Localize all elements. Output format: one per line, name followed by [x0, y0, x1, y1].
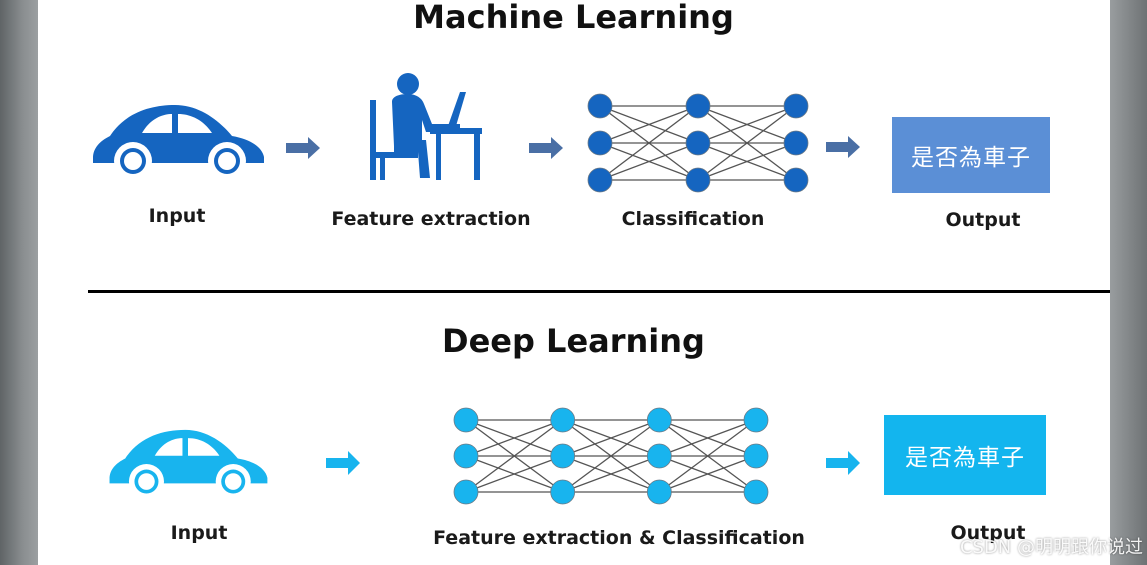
network-node: [646, 407, 672, 433]
network-node: [646, 443, 672, 469]
label-classification: Classification: [621, 208, 765, 230]
network-edge: [658, 419, 757, 493]
neural-network-icon: [453, 407, 769, 505]
network-node: [453, 479, 479, 505]
network-edge: [599, 105, 699, 144]
label-input: Input: [148, 205, 206, 227]
label-feature-extraction: Feature extraction: [331, 208, 531, 230]
network-edge: [659, 455, 757, 493]
label-output: Output: [945, 209, 1021, 231]
network-node: [743, 479, 769, 505]
network-node: [783, 93, 809, 119]
output-box: 是否為車子: [892, 117, 1050, 193]
car-window-front: [154, 438, 183, 456]
network-edge: [465, 419, 563, 457]
network-node: [550, 443, 576, 469]
person-at-computer-icon: [370, 73, 482, 180]
car-window-front: [142, 114, 172, 133]
network-edge: [465, 419, 564, 493]
arrow-right-icon: [826, 136, 860, 158]
car-icon: [93, 105, 264, 180]
car-icon: [109, 429, 268, 500]
label-feature-extraction-classification: Feature extraction & Classification: [433, 527, 805, 549]
car-window-rear: [188, 438, 220, 456]
network-node: [783, 130, 809, 156]
neural-network-icon: [587, 93, 809, 193]
output-box: 是否為車子: [884, 415, 1046, 495]
network-node: [453, 443, 479, 469]
network-edge: [562, 419, 660, 493]
network-node: [743, 443, 769, 469]
network-node: [453, 407, 479, 433]
network-edge: [697, 142, 797, 181]
network-edge: [562, 419, 660, 457]
arrow-right-icon: [286, 137, 320, 159]
network-edge: [562, 455, 660, 493]
label-output: Output: [950, 522, 1026, 544]
network-node: [550, 479, 576, 505]
network-node: [783, 167, 809, 193]
network-edge: [697, 105, 797, 144]
title-machine-learning: Machine Learning: [413, 0, 734, 36]
network-node: [685, 93, 711, 119]
section-divider: [88, 290, 1110, 293]
label-input: Input: [170, 522, 228, 544]
network-edge: [465, 455, 563, 493]
network-node: [587, 93, 613, 119]
title-deep-learning: Deep Learning: [442, 322, 705, 360]
network-node: [685, 130, 711, 156]
arrow-right-icon: [826, 451, 860, 475]
arrow-right-icon: [326, 451, 360, 475]
watermark: CSDN @明明跟你说过: [959, 537, 1143, 558]
network-edge: [599, 142, 699, 181]
network-edge: [697, 105, 797, 181]
network-node: [685, 167, 711, 193]
network-edge: [599, 105, 699, 181]
network-node: [646, 479, 672, 505]
arrow-right-icon: [529, 137, 563, 159]
network-node: [587, 167, 613, 193]
car-window-rear: [178, 114, 212, 133]
network-node: [587, 130, 613, 156]
network-node: [550, 407, 576, 433]
network-node: [743, 407, 769, 433]
network-edge: [659, 419, 757, 457]
